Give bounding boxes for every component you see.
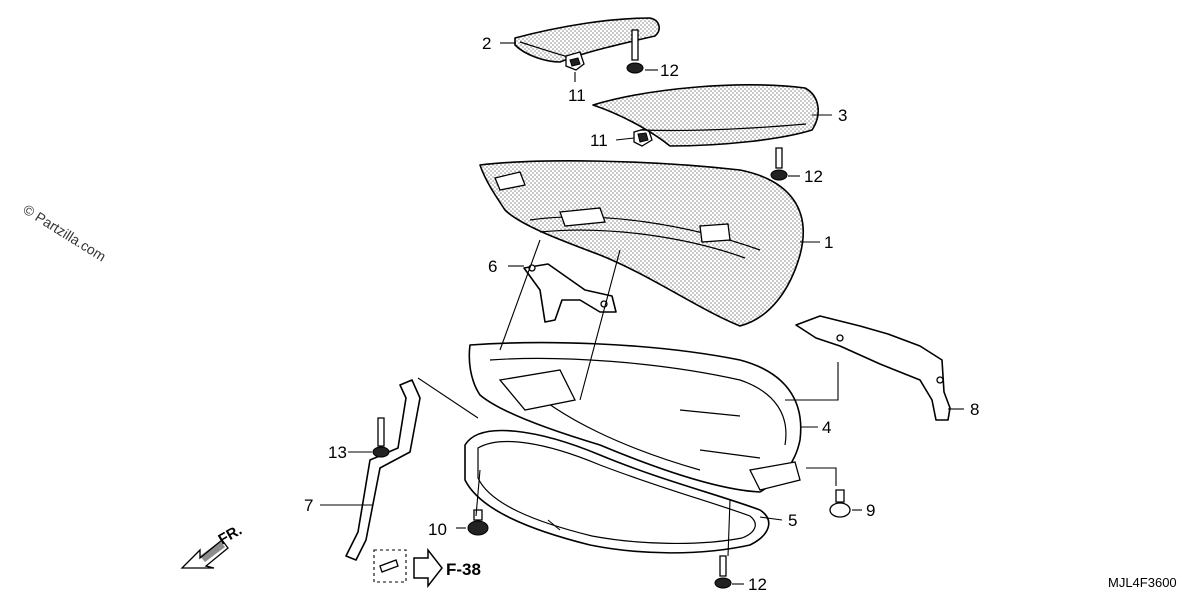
part-8-bracket	[795, 315, 951, 421]
part-7-strap	[345, 379, 421, 561]
callout-7: 7	[304, 496, 313, 515]
callout-12-bottom: 12	[748, 575, 767, 594]
callout-1: 1	[824, 233, 833, 252]
callout-12-upper: 12	[660, 61, 679, 80]
screw-12-upper	[626, 29, 644, 74]
screw-12-middle	[770, 147, 788, 181]
front-direction-arrow-icon	[180, 539, 229, 569]
clip-nut-11-upper	[565, 51, 585, 71]
screw-13	[372, 417, 390, 458]
callout-13: 13	[328, 443, 347, 462]
part-4-trunk-base	[468, 341, 802, 493]
watermark-text: © Partzilla.com	[20, 201, 108, 265]
part-3-top-cover	[592, 84, 819, 147]
callout-9: 9	[866, 501, 875, 520]
callout-10: 10	[428, 520, 447, 539]
part-5-seal	[464, 429, 770, 554]
reference-box	[373, 549, 407, 583]
part-6-bracket	[523, 263, 617, 323]
page-ref-arrow-icon	[413, 547, 443, 589]
leader-lines	[320, 42, 964, 585]
callout-8: 8	[970, 400, 979, 419]
callout-12-middle: 12	[804, 167, 823, 186]
bolt-10	[467, 509, 489, 536]
screw-12-bottom	[714, 555, 732, 589]
callout-3: 3	[838, 106, 847, 125]
callout-4: 4	[822, 418, 831, 437]
clip-nut-11-lower	[633, 127, 653, 147]
callout-5: 5	[788, 511, 797, 530]
part-1-trunk-lid	[479, 160, 804, 327]
callout-11-lower: 11	[590, 131, 608, 150]
callout-11-upper: 11	[568, 86, 586, 105]
diagram-code: MJL4F3600	[1108, 575, 1177, 590]
page-ref-label: F-38	[446, 560, 481, 579]
callout-2: 2	[482, 34, 491, 53]
callout-6: 6	[488, 257, 497, 276]
bolt-9	[829, 489, 851, 518]
